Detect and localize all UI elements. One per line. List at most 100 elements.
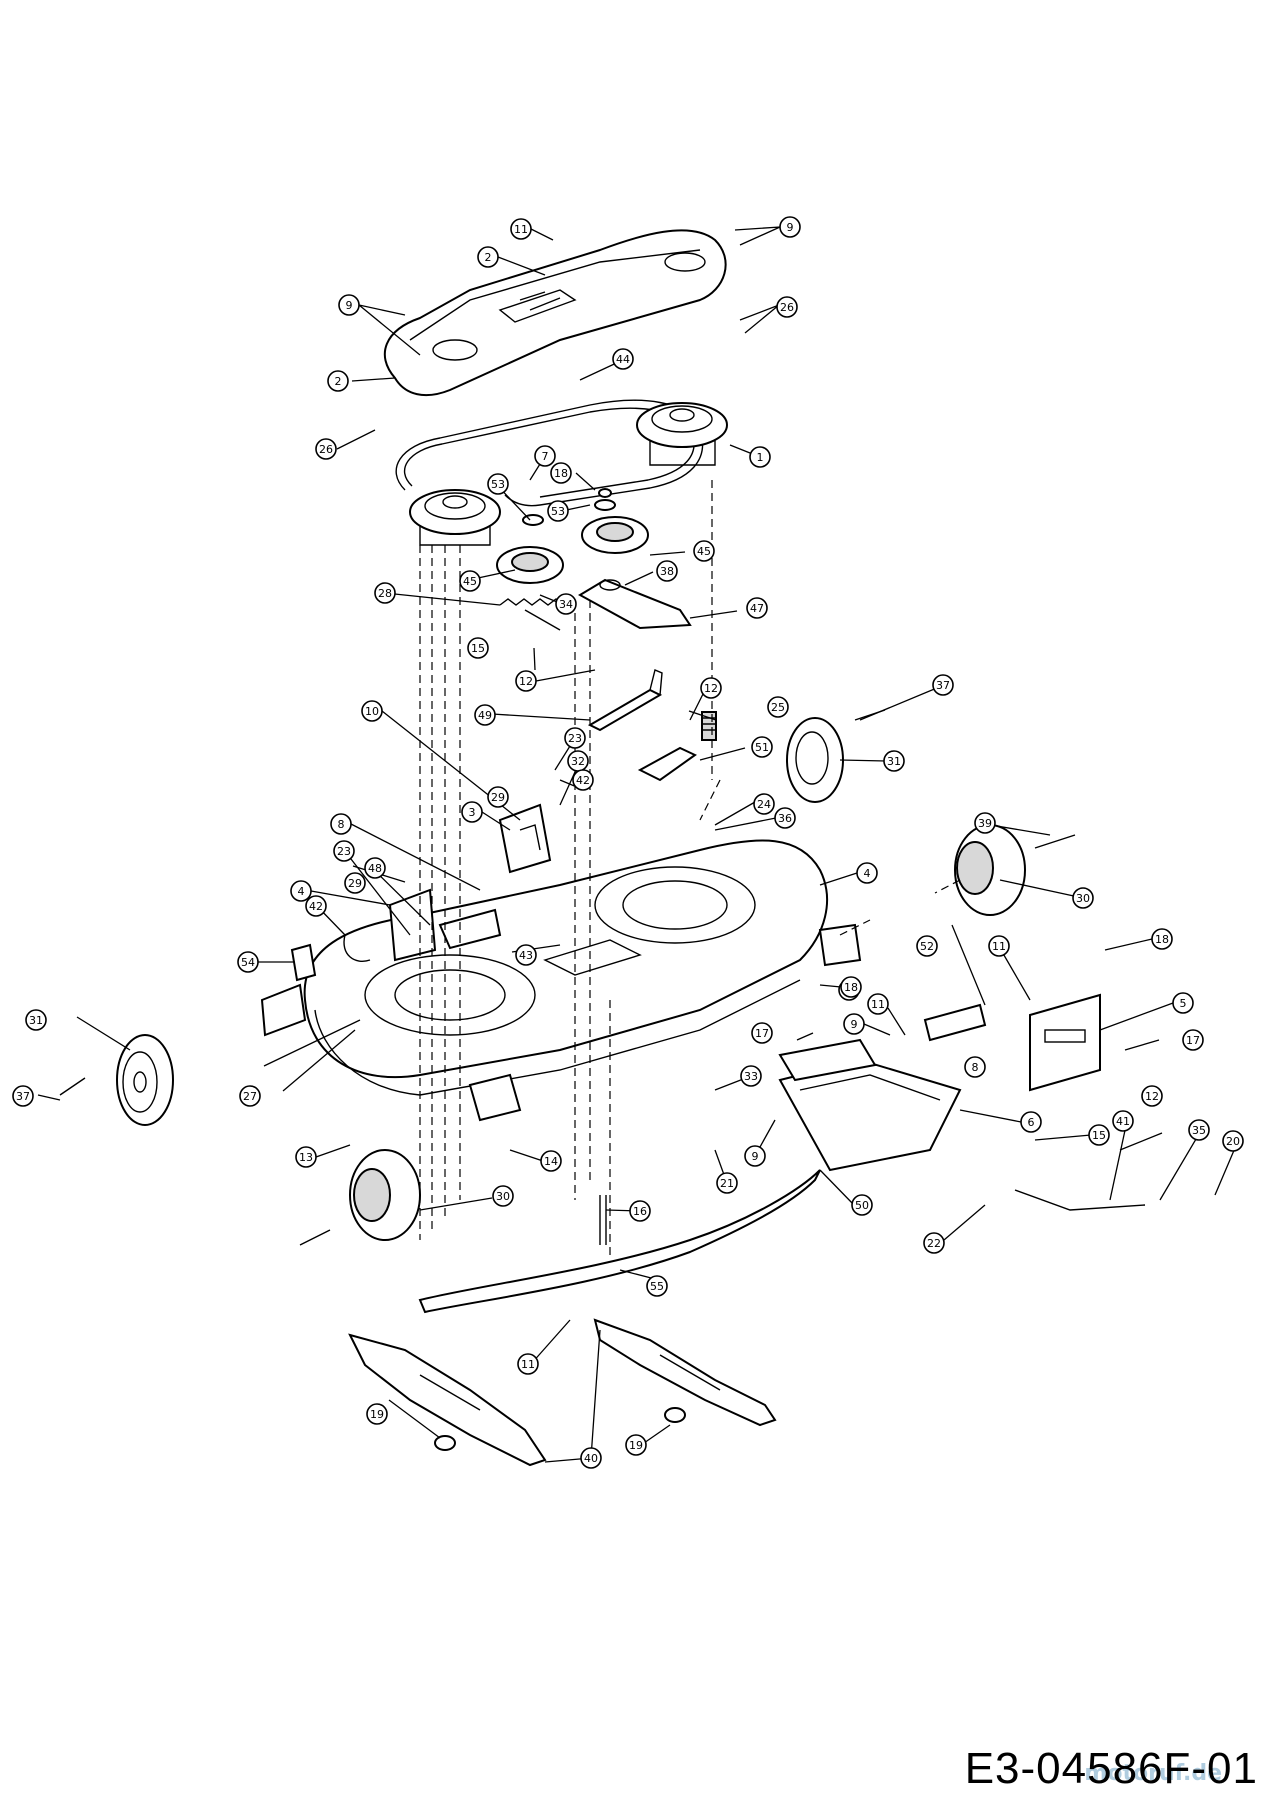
callout-12: 12 (700, 677, 722, 699)
callout-15: 15 (1088, 1124, 1110, 1146)
idler-pulley-45b (581, 516, 649, 554)
svg-text:31: 31 (29, 1014, 43, 1027)
svg-text:11: 11 (871, 998, 885, 1011)
callout-33: 33 (740, 1065, 762, 1087)
callout-20: 20 (1222, 1130, 1244, 1152)
svg-text:1: 1 (757, 451, 764, 464)
svg-text:30: 30 (1076, 892, 1090, 905)
callout-8: 8 (964, 1056, 986, 1078)
callout-31: 31 (883, 750, 905, 772)
svg-text:18: 18 (554, 467, 568, 480)
callout-9: 9 (843, 1013, 865, 1035)
roller-30-right (954, 824, 1026, 916)
blade-nuts-19 (434, 1407, 686, 1451)
svg-text:42: 42 (309, 900, 323, 913)
svg-text:53: 53 (491, 478, 505, 491)
svg-text:9: 9 (346, 299, 353, 312)
deck-bracket-right (818, 923, 862, 967)
callout-41: 41 (1112, 1110, 1134, 1132)
callout-45: 45 (459, 570, 481, 592)
callout-26: 26 (315, 438, 337, 460)
callout-12: 12 (1141, 1085, 1163, 1107)
callout-50: 50 (851, 1194, 873, 1216)
svg-text:9: 9 (752, 1150, 759, 1163)
callout-9: 9 (338, 294, 360, 316)
callout-52: 52 (916, 935, 938, 957)
callout-44: 44 (612, 348, 634, 370)
svg-text:51: 51 (755, 741, 769, 754)
svg-text:47: 47 (750, 602, 764, 615)
svg-text:49: 49 (478, 709, 492, 722)
svg-text:50: 50 (855, 1199, 869, 1212)
callout-16: 16 (629, 1200, 651, 1222)
blade-right (593, 1318, 777, 1427)
svg-text:3: 3 (469, 806, 476, 819)
svg-text:39: 39 (978, 817, 992, 830)
svg-text:8: 8 (338, 818, 345, 831)
svg-text:41: 41 (1116, 1115, 1130, 1128)
callout-9: 9 (744, 1145, 766, 1167)
callout-7: 7 (534, 445, 556, 467)
svg-text:11: 11 (521, 1358, 535, 1371)
svg-text:11: 11 (992, 940, 1006, 953)
callout-4: 4 (290, 880, 312, 902)
svg-text:2: 2 (335, 375, 342, 388)
pulley-left (409, 489, 501, 546)
svg-text:17: 17 (1186, 1034, 1200, 1047)
callout-38: 38 (656, 560, 678, 582)
callout-11: 11 (988, 935, 1010, 957)
callout-18: 18 (840, 976, 862, 998)
callout-34: 34 (555, 593, 577, 615)
callout-31: 31 (25, 1009, 47, 1031)
svg-text:8: 8 (972, 1061, 979, 1074)
svg-text:26: 26 (319, 443, 333, 456)
callout-25: 25 (767, 696, 789, 718)
callout-11: 11 (510, 218, 532, 240)
callout-48: 48 (364, 857, 386, 879)
roller-30-front (349, 1149, 421, 1241)
svg-text:37: 37 (936, 679, 950, 692)
bracket-5 (1029, 993, 1101, 1092)
lift-bracket-3 (498, 803, 552, 874)
callout-21: 21 (716, 1172, 738, 1194)
callout-53: 53 (487, 473, 509, 495)
callout-12: 12 (515, 670, 537, 692)
site-watermark: motoruf.de (1084, 1761, 1222, 1786)
svg-text:34: 34 (559, 598, 573, 611)
svg-text:42: 42 (576, 774, 590, 787)
callout-40: 40 (580, 1447, 602, 1469)
svg-text:43: 43 (519, 949, 533, 962)
callout-17: 17 (751, 1022, 773, 1044)
deck-bracket-left (260, 983, 307, 1037)
callout-22: 22 (923, 1232, 945, 1254)
callout-11: 11 (867, 993, 889, 1015)
support-29 (438, 908, 502, 950)
pin-42 (343, 934, 371, 962)
svg-text:5: 5 (1180, 997, 1187, 1010)
svg-text:2: 2 (485, 251, 492, 264)
svg-text:54: 54 (241, 956, 255, 969)
svg-text:45: 45 (697, 545, 711, 558)
drawing-code: E3-04586F-01 (964, 1744, 1258, 1793)
svg-text:20: 20 (1226, 1135, 1240, 1148)
svg-text:40: 40 (584, 1452, 598, 1465)
svg-text:10: 10 (365, 705, 379, 718)
callout-9: 9 (779, 216, 801, 238)
svg-text:17: 17 (755, 1027, 769, 1040)
svg-text:19: 19 (629, 1439, 643, 1452)
lift-rod-41 (1014, 1189, 1146, 1211)
svg-text:14: 14 (544, 1155, 558, 1168)
alignment-lines (419, 480, 961, 1260)
svg-text:12: 12 (704, 682, 718, 695)
callout-11: 11 (517, 1353, 539, 1375)
svg-text:15: 15 (1092, 1129, 1106, 1142)
callout-17: 17 (1182, 1029, 1204, 1051)
svg-text:23: 23 (568, 732, 582, 745)
callout-39: 39 (974, 812, 996, 834)
callout-47: 47 (746, 597, 768, 619)
callout-15: 15 (467, 637, 489, 659)
svg-text:27: 27 (243, 1090, 257, 1103)
svg-text:13: 13 (299, 1151, 313, 1164)
idler-pulley-45a (496, 546, 564, 584)
gauge-wheel-31-left (116, 1034, 174, 1126)
